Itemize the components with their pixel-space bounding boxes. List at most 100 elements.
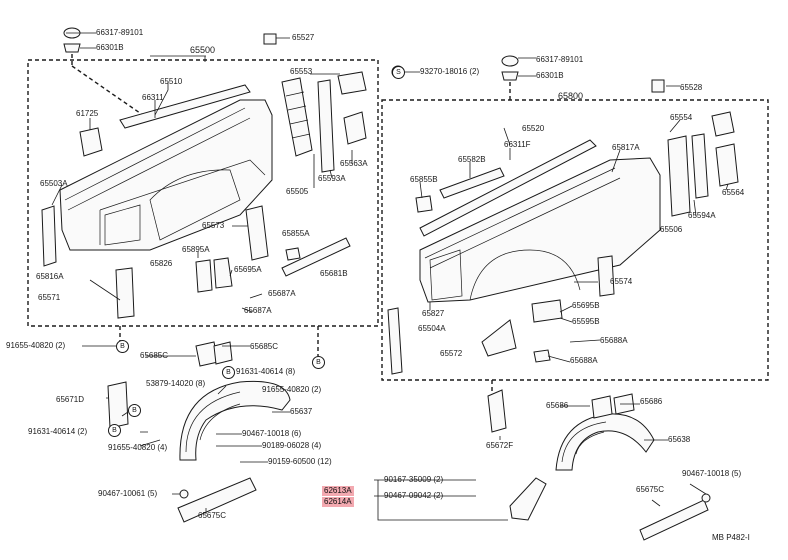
label-65688a: 65688A (600, 336, 628, 345)
label-65504a: 65504A (418, 324, 446, 333)
label-90159-60500: 90159-60500 (12) (268, 457, 332, 466)
label-65553: 65553 (290, 67, 313, 76)
mudguard-62613a (509, 477, 547, 521)
label-65686: 65686 (546, 401, 569, 410)
bracket-65695b (531, 299, 563, 323)
gusset-65503a (41, 205, 57, 267)
label-65695a: 65695A (234, 265, 262, 274)
label-65671d: 65671D (56, 395, 85, 404)
label-65895a: 65895A (182, 245, 210, 254)
clip-65688a (533, 349, 551, 363)
label-62614a-highlight: 62614A (322, 497, 354, 507)
label-mb-p482: MB P482-I (712, 533, 750, 542)
screw-icon (179, 489, 189, 499)
label-66301b: 66301B (96, 43, 124, 52)
bolt-right-icon (501, 71, 519, 81)
label-65574: 65574 (610, 277, 633, 286)
bracket-65685c-2 (213, 341, 233, 365)
label-65594a: 65594A (688, 211, 716, 220)
marker-s-icon: S (392, 66, 405, 79)
marker-b-5-icon: B (108, 424, 121, 437)
label-65563a: 65563A (340, 159, 368, 168)
label-90467-10018: 90467-10018 (6) (242, 429, 302, 438)
label-65695b: 65695B (572, 301, 600, 310)
label-90167-35009: 90167-35009 (2) (384, 475, 444, 484)
bed-side-rail (119, 84, 251, 129)
label-66311f: 66311F (504, 140, 531, 149)
label-65506: 65506 (660, 225, 683, 234)
label-65582b: 65582B (458, 155, 486, 164)
brace-65593a (317, 79, 335, 173)
gusset-65504a (387, 307, 403, 375)
label-65554: 65554 (670, 113, 693, 122)
bracket-65573 (245, 205, 269, 261)
label-65564: 65564 (722, 188, 745, 197)
brace-65582b (439, 167, 505, 199)
pillar-65506 (667, 135, 691, 217)
label-65675c-right: 65675C (636, 485, 665, 494)
mudflap-65675c (177, 477, 257, 523)
label-65800: 65800 (558, 91, 584, 101)
cap-right-icon (501, 55, 519, 67)
label-66317-89101: 66317-89101 (96, 28, 144, 37)
label-91655-40820-3: 91655-40820 (4) (108, 443, 168, 452)
bracket-65571 (115, 267, 135, 319)
label-65827: 65827 (422, 309, 445, 318)
bracket-65686 (591, 395, 613, 419)
label-65855b: 65855B (410, 175, 438, 184)
label-65571: 65571 (38, 293, 61, 302)
label-65500: 65500 (190, 45, 216, 55)
label-65520: 65520 (522, 124, 545, 133)
group-box-65800 (381, 99, 769, 381)
label-66301b-right: 66301B (536, 71, 564, 80)
marker-b-icon: B (116, 340, 129, 353)
label-65510: 65510 (160, 77, 183, 86)
pillar-65505 (281, 77, 313, 157)
label-65675c: 65675C (198, 511, 227, 520)
label-61725: 61725 (76, 109, 99, 118)
strip-65681b (281, 237, 351, 277)
label-65527: 65527 (292, 33, 315, 42)
label-65503a: 65503A (40, 179, 68, 188)
label-66311: 66311 (142, 93, 164, 102)
label-65817a: 65817A (612, 143, 640, 152)
bracket-65564 (715, 143, 739, 187)
wheel-liner-65637 (179, 380, 291, 461)
label-65595b: 65595B (572, 317, 600, 326)
clip-icon (263, 33, 277, 45)
rail-65520 (419, 139, 597, 237)
label-53879-14020: 53879-14020 (8) (146, 379, 206, 388)
screw-right-icon (701, 493, 711, 503)
label-65672f: 65672F (486, 441, 514, 450)
label-91655-40820-2: 91655-40820 (2) (262, 385, 322, 394)
label-65687a: 65687A (268, 289, 296, 298)
brace-65594a (691, 133, 709, 199)
bracket-65671d (107, 381, 129, 429)
marker-b-4-icon: B (128, 404, 141, 417)
label-62613a-highlight: 62613A (322, 486, 354, 496)
bracket-65574 (597, 255, 615, 297)
label-91631-40614: 91631-40614 (8) (236, 367, 296, 376)
label-65528: 65528 (680, 83, 703, 92)
label-65638: 65638 (668, 435, 691, 444)
label-90189-06028: 90189-06028 (4) (262, 441, 322, 450)
label-90467-10061: 90467-10061 (5) (98, 489, 158, 498)
bracket-65895a (195, 259, 213, 293)
label-65505: 65505 (286, 187, 309, 196)
label-65593a: 65593A (318, 174, 346, 183)
label-65685c-2: 65685C (250, 342, 279, 351)
marker-b-3-icon: B (222, 366, 235, 379)
clip-65855b (415, 195, 433, 213)
label-65687a-2: 65687A (244, 306, 272, 315)
bracket-61725 (79, 127, 103, 157)
label-65573: 65573 (202, 221, 225, 230)
bed-side-panel-left (59, 99, 273, 251)
label-65686-2: 65686 (640, 397, 663, 406)
label-90467-10018-right: 90467-10018 (5) (682, 469, 742, 478)
bracket-65563a (343, 111, 367, 145)
bracket-65553 (337, 71, 367, 95)
bracket-65695a (213, 257, 233, 289)
label-65637: 65637 (290, 407, 313, 416)
